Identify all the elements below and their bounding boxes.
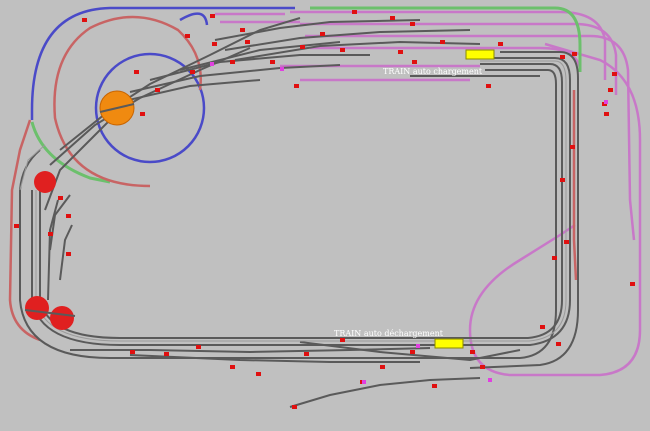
turntable-red-upper <box>34 171 56 193</box>
turntables <box>24 90 135 330</box>
unloading-train <box>434 338 464 349</box>
signals <box>14 10 635 409</box>
unloading-train-label: TRAIN auto déchargement <box>334 329 444 338</box>
magenta-sidings <box>215 10 642 377</box>
loading-train <box>465 49 495 60</box>
blue-loop <box>30 6 295 164</box>
gray-track-network <box>19 17 579 408</box>
green-loop <box>30 6 582 184</box>
turntable-red-lower-right <box>50 306 74 330</box>
magenta-markers <box>210 62 608 384</box>
turntable-red-lower-left <box>25 296 49 320</box>
red-loop <box>8 15 578 342</box>
trains <box>434 49 495 349</box>
loading-train-label: TRAIN auto chargement <box>383 67 483 76</box>
